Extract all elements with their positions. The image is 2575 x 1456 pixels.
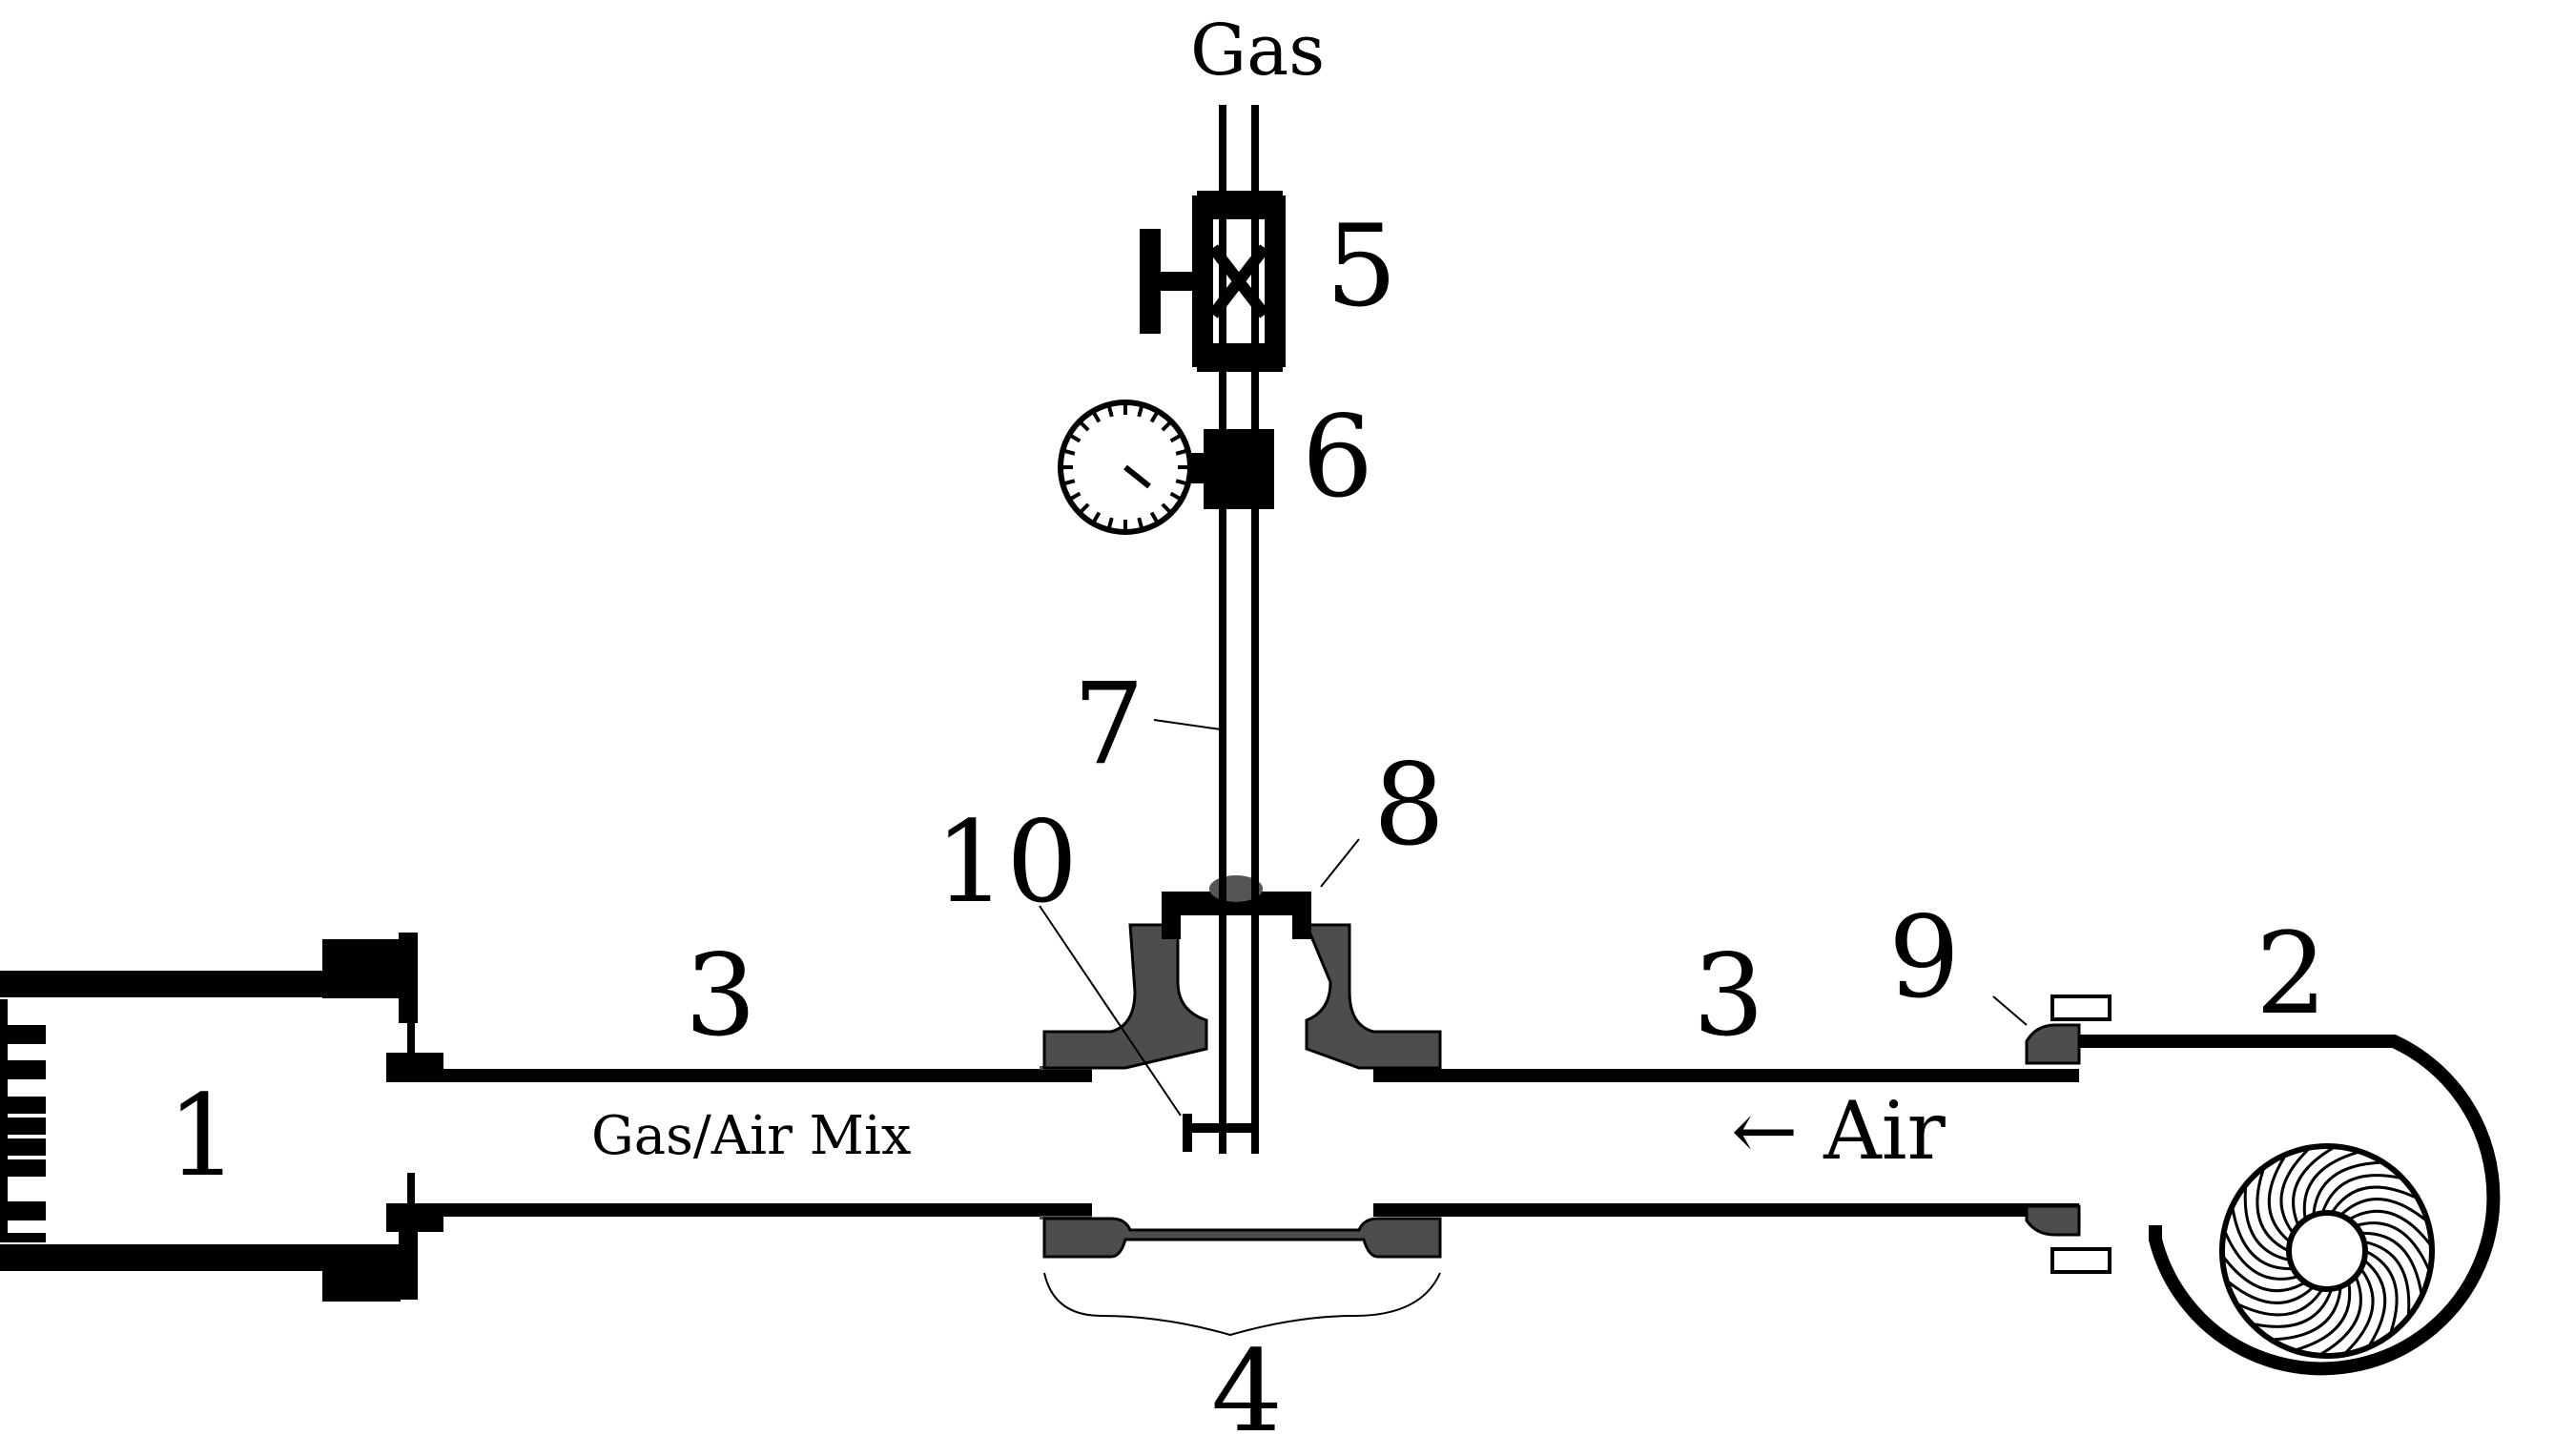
fan-blade [2362, 1259, 2387, 1345]
right-pipe [1373, 1069, 2079, 1217]
label-3-right: 3 [1693, 930, 1764, 1061]
pressure-gauge [1058, 400, 1274, 535]
blower-fan [2025, 995, 2501, 1376]
fan-blade [2279, 1148, 2309, 1235]
fan-blade [2363, 1240, 2411, 1315]
label-6: 6 [1302, 391, 1373, 523]
gauge-tick [1175, 479, 1187, 486]
fan-blade [2231, 1209, 2294, 1271]
fan-blade [2330, 1185, 2416, 1215]
fan-blade [2254, 1288, 2334, 1328]
gas-label: Gas [1190, 10, 1325, 92]
gauge-tick [1137, 405, 1144, 418]
fan-blade [2223, 1257, 2307, 1293]
gauge-tick [1092, 411, 1102, 423]
gauge-tick [1106, 517, 1114, 529]
mixer-tee-fitting [1042, 875, 1442, 1259]
label-8: 8 [1373, 739, 1445, 871]
gauge-tick [1063, 448, 1076, 456]
gauge-tick [1169, 434, 1182, 443]
fan-blade [2243, 1187, 2291, 1262]
gauge-tick [1063, 479, 1076, 486]
gauge-tick [1069, 434, 1082, 443]
fan-blade [2292, 1146, 2334, 1227]
gauge-tick [1137, 517, 1144, 529]
gauge-tick [1069, 491, 1082, 501]
gauge-tick [1175, 448, 1187, 456]
fan-blade [2364, 1249, 2399, 1333]
label-10: 10 [935, 796, 1078, 928]
fan-blade [2297, 1282, 2352, 1351]
fan-blade [2347, 1209, 2431, 1245]
fan-blade [2228, 1281, 2315, 1304]
fan-blade [2224, 1232, 2299, 1281]
fan-blade [2355, 1221, 2430, 1270]
gauge-tick [1149, 411, 1159, 423]
leader-lines [1039, 719, 2028, 1337]
gauge-tick [1149, 511, 1159, 523]
gas-supply-tube [1183, 105, 1259, 1154]
label-1: 1 [167, 1070, 238, 1201]
fan-blade [2360, 1231, 2423, 1293]
gauge-tick [1161, 502, 1172, 514]
gauge-tick [1161, 420, 1172, 432]
gas-valve [1140, 191, 1286, 372]
gauge-tick [1079, 502, 1090, 514]
fan-blade [2302, 1151, 2358, 1220]
label-3-left: 3 [685, 930, 756, 1061]
fan-blade [2339, 1198, 2426, 1221]
label-4: 4 [1211, 1325, 1283, 1456]
fan-blade [2267, 1157, 2292, 1243]
label-9: 9 [1888, 892, 1960, 1023]
fan-blade [2320, 1275, 2362, 1356]
fan-blade [2238, 1287, 2324, 1317]
gas-air-mix-label: Gas/Air Mix [591, 1105, 911, 1167]
air-label: ← Air [1731, 1084, 1947, 1178]
engine-intake-component [0, 933, 443, 1302]
gauge-tick [1092, 511, 1102, 523]
fan-blade [2320, 1174, 2400, 1214]
fan-blade [2256, 1169, 2290, 1253]
gauge-tick [1079, 420, 1090, 432]
label-2: 2 [2256, 908, 2327, 1039]
label-7: 7 [1073, 658, 1144, 790]
label-5: 5 [1326, 200, 1397, 332]
fan-blade [2345, 1267, 2375, 1354]
gauge-tick [1106, 405, 1114, 418]
left-pipe [386, 1066, 1092, 1220]
fan-blade [2312, 1160, 2380, 1216]
gauge-tick [1169, 491, 1182, 501]
fan-blade [2274, 1286, 2342, 1342]
